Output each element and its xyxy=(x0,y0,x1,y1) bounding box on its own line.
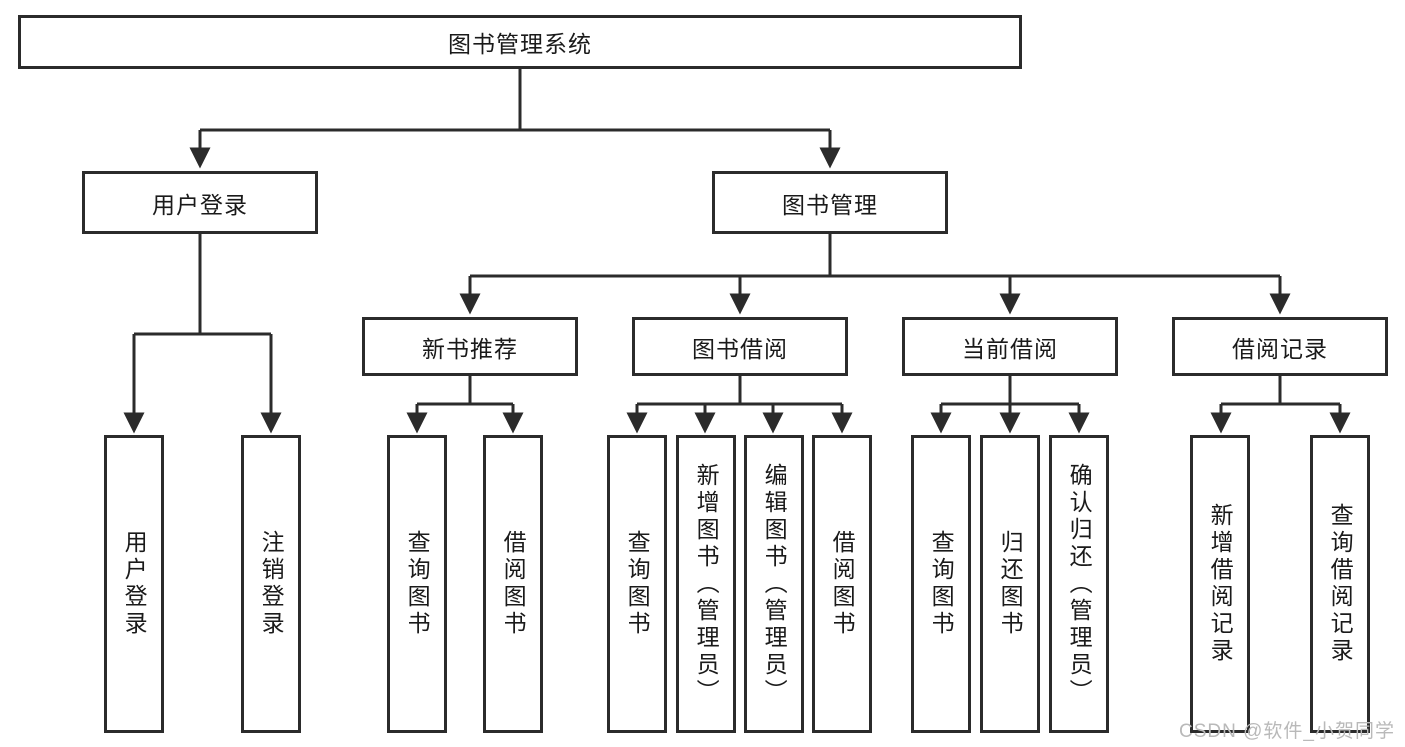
edge-user-login-to-leaves xyxy=(123,234,282,434)
leaf-user-login-signout[interactable]: 注销登录 xyxy=(241,435,301,733)
edge-current-borrow-to-leaves xyxy=(930,376,1090,434)
node-label: 借阅图书 xyxy=(500,530,527,638)
leaf-borrow-record-add[interactable]: 新增借阅记录 xyxy=(1190,435,1250,733)
watermark-csdn: CSDN @软件_小贺同学 xyxy=(1179,721,1395,742)
node-label: 图书借阅 xyxy=(692,335,788,362)
edge-root-to-level2 xyxy=(189,69,841,169)
edge-new-book-to-leaves xyxy=(406,376,524,434)
node-label: 图书管理系统 xyxy=(448,31,592,57)
node-label: 查询图书 xyxy=(624,530,651,638)
node-label: 当前借阅 xyxy=(962,335,1058,362)
leaf-book-borrow-query[interactable]: 查询图书 xyxy=(607,435,667,733)
leaf-current-borrow-confirm-return[interactable]: 确认归还（管理员） xyxy=(1049,435,1109,733)
node-label: 新增借阅记录 xyxy=(1207,503,1234,665)
node-root-book-management-system[interactable]: 图书管理系统 xyxy=(18,15,1022,69)
node-label: 借阅图书 xyxy=(829,530,856,638)
leaf-new-book-borrow[interactable]: 借阅图书 xyxy=(483,435,543,733)
node-label: 查询图书 xyxy=(404,530,431,638)
node-label: 用户登录 xyxy=(121,530,148,638)
node-label: 注销登录 xyxy=(258,530,285,638)
edge-book-mgmt-to-level3 xyxy=(459,234,1291,315)
leaf-borrow-record-query[interactable]: 查询借阅记录 xyxy=(1310,435,1370,733)
node-book-management[interactable]: 图书管理 xyxy=(712,171,948,234)
leaf-book-borrow-borrow[interactable]: 借阅图书 xyxy=(812,435,872,733)
node-label: 归还图书 xyxy=(997,530,1024,638)
node-label: 图书管理 xyxy=(782,191,878,218)
node-label: 查询借阅记录 xyxy=(1327,503,1354,665)
node-label: 用户登录 xyxy=(152,191,248,218)
leaf-new-book-query[interactable]: 查询图书 xyxy=(387,435,447,733)
node-borrow-record[interactable]: 借阅记录 xyxy=(1172,317,1388,376)
node-label: 编辑图书（管理员） xyxy=(761,462,788,706)
leaf-current-borrow-return[interactable]: 归还图书 xyxy=(980,435,1040,733)
leaf-user-login-signin[interactable]: 用户登录 xyxy=(104,435,164,733)
node-book-borrow[interactable]: 图书借阅 xyxy=(632,317,848,376)
edge-borrow-record-to-leaves xyxy=(1210,376,1351,434)
node-user-login[interactable]: 用户登录 xyxy=(82,171,318,234)
node-label: 借阅记录 xyxy=(1232,335,1328,362)
node-label: 查询图书 xyxy=(928,530,955,638)
node-label: 确认归还（管理员） xyxy=(1066,462,1093,706)
node-new-book-recommendation[interactable]: 新书推荐 xyxy=(362,317,578,376)
node-label: 新书推荐 xyxy=(422,335,518,362)
leaf-book-borrow-edit[interactable]: 编辑图书（管理员） xyxy=(744,435,804,733)
edge-book-borrow-to-leaves xyxy=(626,376,853,434)
leaf-current-borrow-query[interactable]: 查询图书 xyxy=(911,435,971,733)
leaf-book-borrow-add[interactable]: 新增图书（管理员） xyxy=(676,435,736,733)
node-current-borrow[interactable]: 当前借阅 xyxy=(902,317,1118,376)
node-label: 新增图书（管理员） xyxy=(693,462,720,706)
